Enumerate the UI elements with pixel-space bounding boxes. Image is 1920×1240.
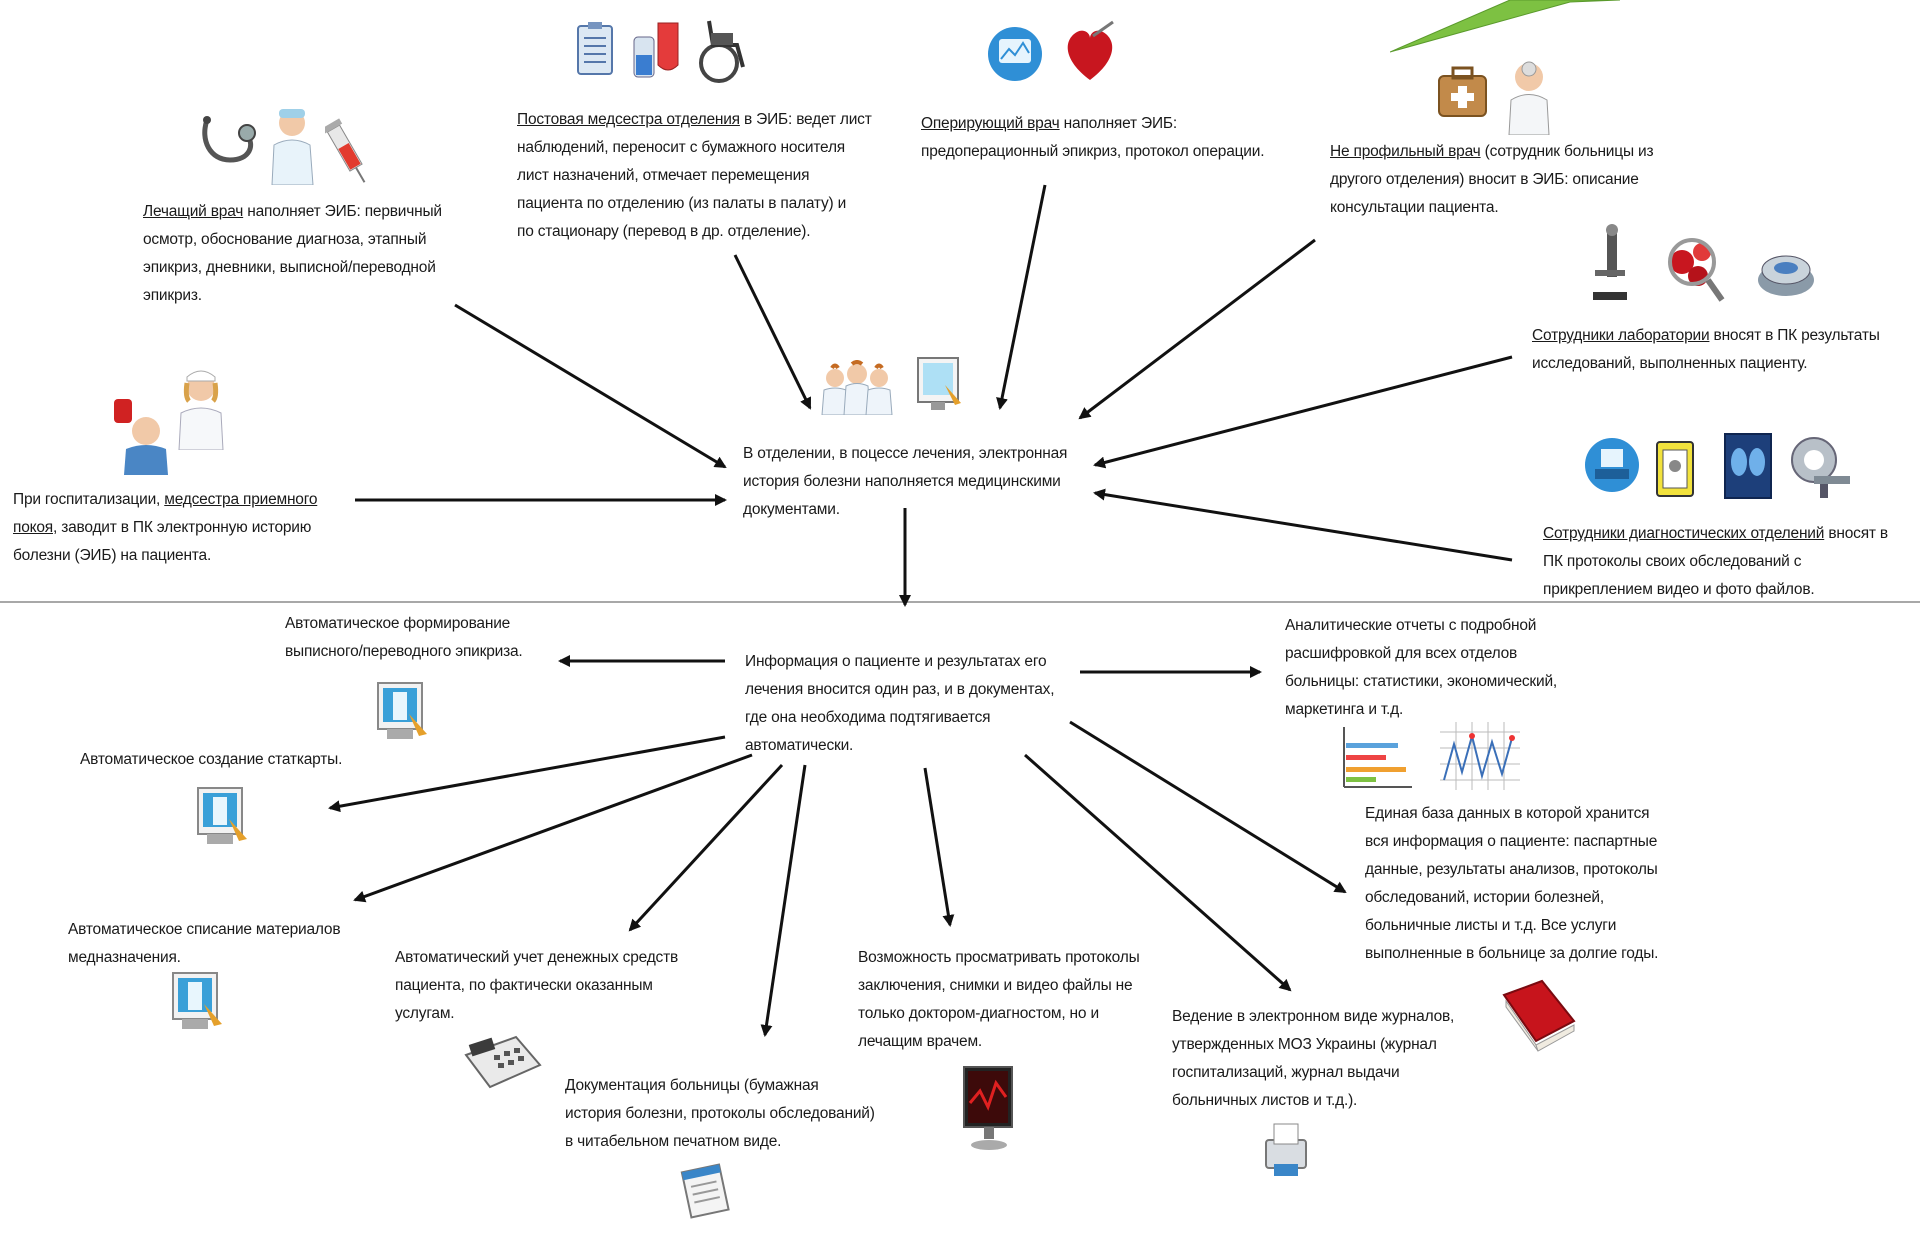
arrow-printed bbox=[760, 764, 807, 1037]
surgeon-text: Оперирующий врач наполняет ЭИБ: предопер… bbox=[921, 115, 1265, 160]
line-chart-icon bbox=[1440, 722, 1520, 795]
cash-register-icon bbox=[460, 1015, 545, 1100]
staff-group-icon bbox=[820, 360, 895, 420]
role-admission-nurse: медсестра приемного покоя bbox=[13, 491, 318, 536]
lab-staff-text: Сотрудники лаборатории вносят в ПК резул… bbox=[1532, 327, 1880, 372]
surgery-monitor-icon bbox=[985, 25, 1045, 88]
arrow-attending-doctor bbox=[454, 303, 727, 469]
role-diagnostics-staff: Сотрудники диагностических отделений bbox=[1543, 525, 1825, 542]
ehr-monitor-icon bbox=[915, 355, 965, 420]
heart-icon bbox=[1063, 20, 1118, 90]
center-top-text: В отделении, в поцессе лечения, электрон… bbox=[743, 445, 1068, 518]
book-icon bbox=[1498, 975, 1578, 1060]
stat-card-text: Автоматическое создание статкарты. bbox=[80, 751, 343, 768]
arrow-lab-staff bbox=[1093, 355, 1513, 469]
printed-docs-icon bbox=[678, 1160, 733, 1225]
video-monitor-icon bbox=[960, 1063, 1018, 1158]
analyzer-icon bbox=[1755, 240, 1817, 307]
blood-bag-icon bbox=[628, 15, 683, 88]
molecule-icon bbox=[1660, 232, 1725, 309]
computer-icon bbox=[170, 970, 225, 1040]
bar-chart-icon bbox=[1340, 725, 1415, 795]
medical-chart-icon bbox=[574, 20, 616, 83]
arrow-ward-nurse bbox=[733, 254, 812, 410]
arrow-stat-card bbox=[328, 735, 726, 813]
stethoscope-icon bbox=[195, 115, 265, 180]
printer-icon bbox=[1262, 1120, 1312, 1183]
arrow-consultant bbox=[1078, 238, 1316, 420]
accent-triangle bbox=[1390, 0, 1620, 53]
materials-writeoff-text: Автоматическое списание материалов медна… bbox=[68, 921, 341, 966]
role-attending-doctor: Лечащий врач bbox=[143, 203, 244, 220]
arrow-materials bbox=[353, 753, 753, 903]
computer-icon bbox=[195, 785, 250, 855]
xray-film-icon bbox=[1655, 440, 1695, 503]
consultant-text: Не профильный врач (сотрудник больницы и… bbox=[1330, 143, 1654, 216]
role-consultant: Не профильный врач bbox=[1330, 143, 1481, 160]
attending-doctor-text: Лечащий врач наполняет ЭИБ: первичный ос… bbox=[143, 203, 442, 304]
view-protocols-text: Возможность просматривать протоколы закл… bbox=[858, 949, 1140, 1050]
patient-icon bbox=[110, 395, 172, 480]
analytics-text: Аналитические отчеты с подробной расшифр… bbox=[1285, 617, 1558, 718]
medical-case-icon bbox=[1435, 62, 1490, 127]
xray-viewer-icon bbox=[1723, 432, 1773, 505]
microscope-icon bbox=[1585, 222, 1635, 307]
scanner-icon bbox=[1583, 435, 1641, 500]
database-text: Единая база данных в которой хранится вс… bbox=[1365, 805, 1659, 962]
admission-nurse-text: При госпитализации, медсестра приемного … bbox=[13, 491, 318, 564]
syringe-icon bbox=[321, 115, 370, 195]
arrow-journals bbox=[1024, 753, 1292, 992]
ward-nurse-text: Постовая медсестра отделения в ЭИБ: веде… bbox=[517, 111, 872, 240]
arrow-billing bbox=[628, 763, 784, 932]
center-bottom-text: Информация о пациенте и результатах его … bbox=[745, 653, 1055, 754]
specialist-icon bbox=[1505, 55, 1553, 140]
section-divider bbox=[0, 601, 1920, 603]
role-ward-nurse: Постовая медсестра отделения bbox=[517, 111, 740, 128]
printable-docs-text: Документация больницы (бумажная история … bbox=[565, 1077, 875, 1150]
computer-icon bbox=[375, 680, 430, 750]
arrow-surgeon bbox=[996, 184, 1047, 410]
wheelchair-icon bbox=[695, 15, 750, 90]
role-surgeon: Оперирующий врач bbox=[921, 115, 1060, 132]
arrow-database bbox=[1069, 720, 1347, 894]
diagnostics-staff-text: Сотрудники диагностических отделений вно… bbox=[1543, 525, 1888, 598]
arrow-diagnostics bbox=[1093, 488, 1513, 562]
arrow-protocols bbox=[923, 767, 955, 927]
ct-scanner-icon bbox=[1790, 430, 1852, 505]
patient-billing-text: Автоматический учет денежных средств пац… bbox=[395, 949, 679, 1022]
discharge-epicrisis-text: Автоматическое формирование выписного/пе… bbox=[285, 615, 523, 660]
nurse-icon bbox=[175, 365, 227, 455]
journals-text: Ведение в электронном виде журналов, утв… bbox=[1172, 1008, 1455, 1109]
doctor-icon bbox=[270, 105, 315, 190]
role-lab-staff: Сотрудники лаборатории bbox=[1532, 327, 1710, 344]
